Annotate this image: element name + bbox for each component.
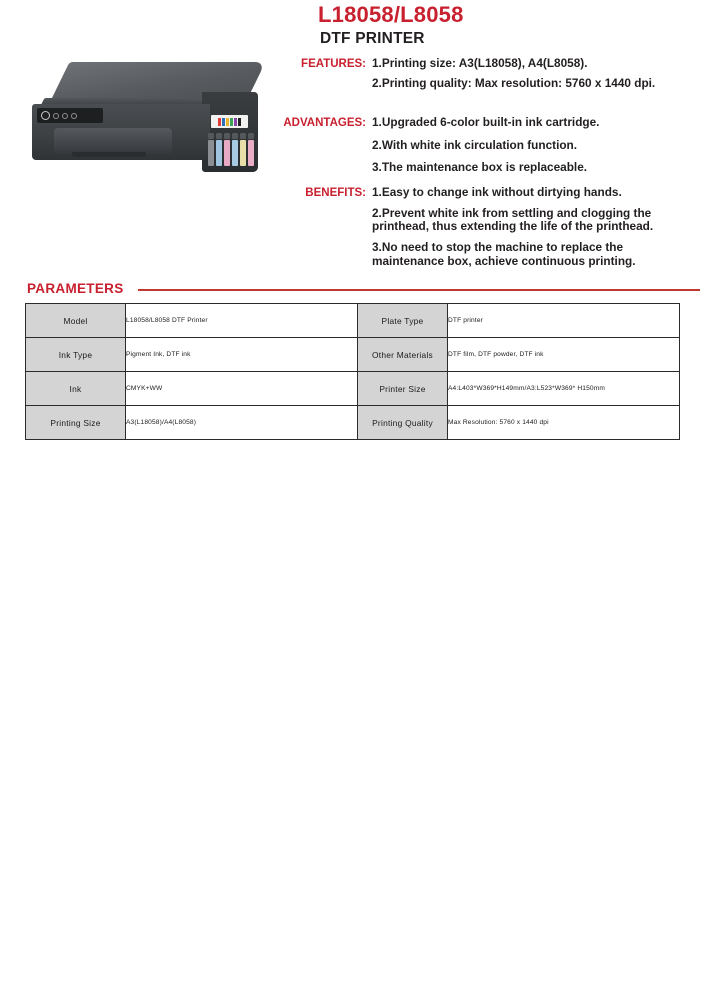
spec-item: 1.Printing size: A3(L18058), A4(L8058).	[372, 56, 588, 70]
label-color-bar	[226, 117, 229, 126]
tank-icon	[232, 133, 238, 139]
tank-icon	[208, 133, 214, 139]
tank-icon	[248, 133, 254, 139]
param-value: A3(L18058)/A4(L8058)	[125, 405, 358, 440]
table-row: Ink CMYK+WW Printer Size A4:L403*W369*H1…	[25, 371, 680, 406]
printer-tray-lip	[72, 152, 146, 157]
ink-label-color-bars	[218, 117, 241, 126]
param-value: CMYK+WW	[125, 371, 358, 406]
parameters-table: Model L18058/L8058 DTF Printer Plate Typ…	[25, 303, 680, 440]
param-key: Printing Size	[25, 405, 126, 440]
spec-item: 3.No need to stop the machine to replace…	[372, 240, 636, 268]
param-key: Printer Size	[357, 371, 448, 406]
label-color-bar	[238, 117, 241, 126]
control-button-3-icon	[71, 112, 77, 119]
spec-label-features: FEATURES:	[301, 58, 366, 70]
product-photo	[24, 52, 266, 182]
table-row: Ink Type Pigment Ink, DTF ink Other Mate…	[25, 337, 680, 372]
spec-item: 1.Upgraded 6-color built-in ink cartridg…	[372, 115, 600, 129]
ink-tank	[232, 140, 238, 166]
spec-label-benefits: BENEFITS:	[305, 187, 366, 199]
ink-tank	[240, 140, 246, 166]
spec-block-benefits: BENEFITS: 1.Easy to change ink without d…	[296, 185, 696, 275]
param-key: Ink	[25, 371, 126, 406]
power-button-icon	[41, 111, 50, 120]
control-button-1-icon	[53, 112, 59, 119]
printer-ink-label	[211, 115, 248, 128]
ink-tank	[208, 140, 214, 166]
param-key: Plate Type	[357, 303, 448, 338]
page-title: L18058/L8058	[318, 2, 464, 27]
spec-items-advantages: 1.Upgraded 6-color built-in ink cartridg…	[372, 115, 678, 184]
ink-tank-icon-row	[208, 133, 254, 139]
spec-item: 2.Prevent white ink from settling and cl…	[372, 205, 654, 234]
param-key: Model	[25, 303, 126, 338]
parameters-divider	[138, 289, 700, 291]
spec-block-features: FEATURES: 1.Printing size: A3(L18058), A…	[296, 56, 696, 90]
tank-icon	[216, 133, 222, 139]
ink-tank	[248, 140, 254, 166]
param-value: DTF printer	[447, 303, 680, 338]
ink-tank	[224, 140, 230, 166]
product-type-subtitle: DTF PRINTER	[320, 30, 425, 47]
spec-label-advantages: ADVANTAGES:	[283, 117, 366, 129]
table-row: Model L18058/L8058 DTF Printer Plate Typ…	[25, 303, 680, 338]
param-key: Ink Type	[25, 337, 126, 372]
printer-control-panel	[37, 108, 103, 123]
param-value: L18058/L8058 DTF Printer	[125, 303, 358, 338]
parameters-heading: PARAMETERS	[27, 281, 124, 296]
spec-item: 1.Easy to change ink without dirtying ha…	[372, 185, 622, 199]
label-color-bar	[222, 117, 225, 126]
label-color-bar	[234, 117, 237, 126]
param-key: Other Materials	[357, 337, 448, 372]
ink-tank-windows	[208, 140, 254, 166]
param-value: DTF film, DTF powder, DTF ink	[447, 337, 680, 372]
label-color-bar	[230, 117, 233, 126]
table-row: Printing Size A3(L18058)/A4(L8058) Print…	[25, 405, 680, 440]
printer-illustration	[32, 62, 266, 174]
tank-icon	[224, 133, 230, 139]
spec-block-advantages: ADVANTAGES: 1.Upgraded 6-color built-in …	[278, 115, 678, 184]
spec-item: 3.The maintenance box is replaceable.	[372, 160, 588, 175]
hero-section: L18058/L8058 DTF PRINTER FEATURES: 1.Pri…	[0, 0, 707, 278]
control-button-2-icon	[62, 112, 68, 119]
param-key: Printing Quality	[357, 405, 448, 440]
param-value: Max Resolution: 5760 x 1440 dpi	[447, 405, 680, 440]
printer-paper-tray	[54, 128, 172, 154]
spec-item: 2.With white ink circulation function.	[372, 137, 578, 152]
spec-item: 2.Printing quality: Max resolution: 5760…	[372, 75, 656, 90]
tank-icon	[240, 133, 246, 139]
ink-tank	[216, 140, 222, 166]
label-color-bar	[218, 117, 221, 126]
param-value: Pigment Ink, DTF ink	[125, 337, 358, 372]
spec-items-benefits: 1.Easy to change ink without dirtying ha…	[372, 185, 696, 275]
param-value: A4:L403*W369*H149mm/A3:L523*W369* H150mm	[447, 371, 680, 406]
spec-items-features: 1.Printing size: A3(L18058), A4(L8058). …	[372, 56, 696, 90]
